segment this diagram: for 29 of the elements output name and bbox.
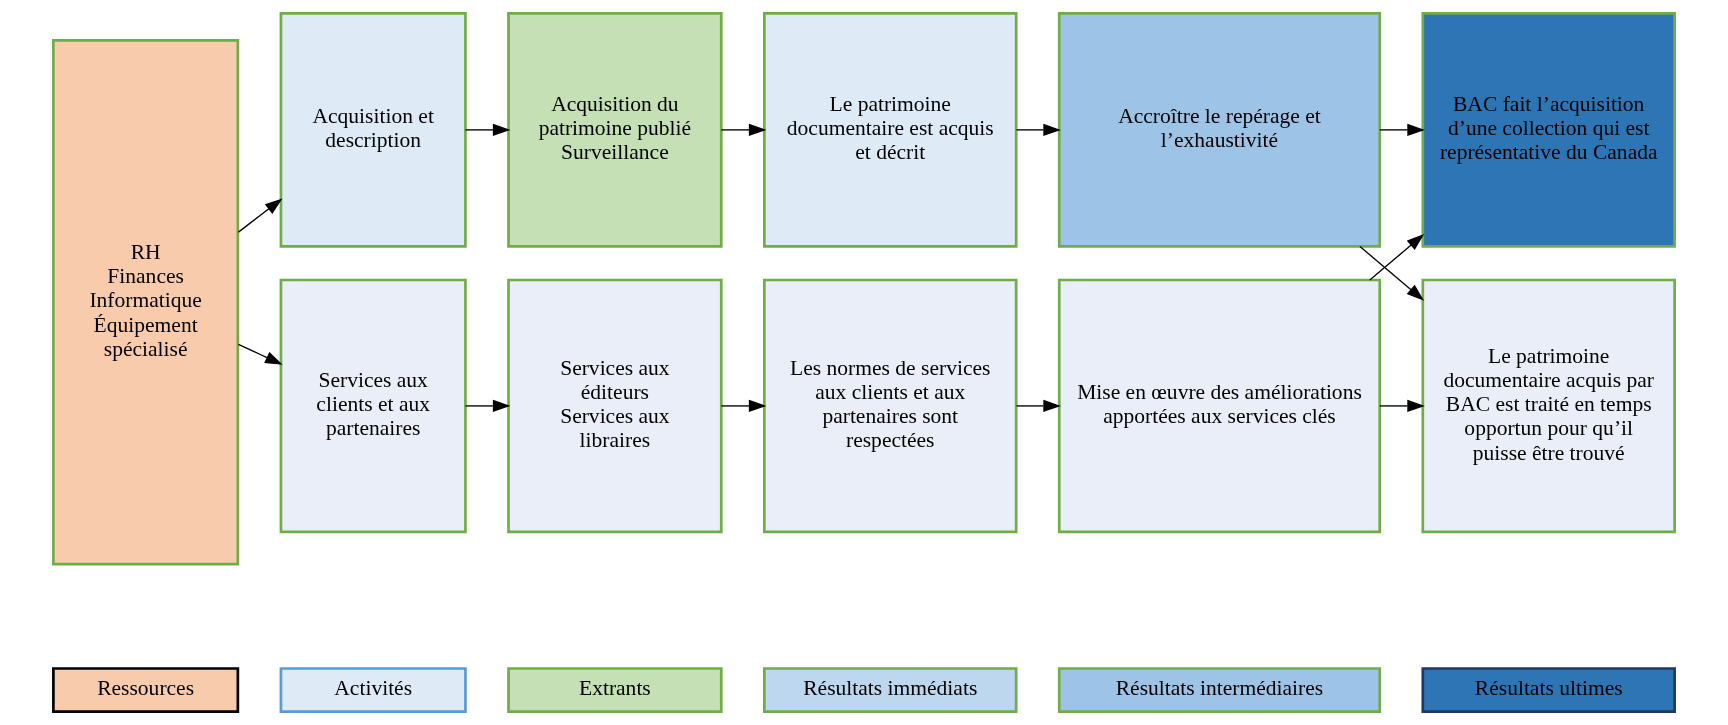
arrow bbox=[720, 123, 767, 137]
node-box: Services aux clients et aux partenaires bbox=[279, 278, 467, 534]
node-box: Acquisition du patrimoine publié Surveillance bbox=[507, 12, 723, 248]
node-box: Résultats immédiats bbox=[763, 667, 1018, 713]
arrow bbox=[1379, 399, 1425, 413]
node-box: Résultats ultimes bbox=[1421, 667, 1676, 713]
arrow bbox=[1369, 234, 1425, 281]
node-box: Accroître le repérage et l’exhaustivité bbox=[1057, 12, 1382, 248]
node-box: Le patrimoine documentaire acquis par BAC est traité en temps opportun pour qu’il puisse être trouvé bbox=[1421, 278, 1676, 534]
node-box: Résultats intermédiaires bbox=[1057, 667, 1382, 713]
node-box: Acquisition et description bbox=[279, 12, 467, 248]
node-box: RH Finances Informatique Équipement spécialisé bbox=[52, 39, 240, 566]
node-box: Le patrimoine documentaire est acquis et décrit bbox=[763, 12, 1018, 248]
arrow bbox=[237, 198, 283, 233]
node-box: Activités bbox=[279, 667, 467, 713]
arrow bbox=[1015, 399, 1061, 413]
node-box: Les normes de services aux clients et aux partenaires sont respectées bbox=[763, 278, 1018, 534]
arrow bbox=[720, 399, 767, 413]
node-box: Ressources bbox=[52, 667, 240, 713]
arrow bbox=[464, 123, 511, 137]
arrow bbox=[1359, 245, 1425, 301]
node-box: Extrants bbox=[507, 667, 723, 713]
node-box: Mise en œuvre des améliorations apportées aux services clés bbox=[1057, 278, 1382, 534]
node-box: Services aux éditeurs Services aux libraires bbox=[507, 278, 723, 534]
arrow bbox=[1015, 123, 1061, 137]
node-box: BAC fait l’acquisition d’une collection qui est représentative du Canada bbox=[1421, 12, 1676, 248]
arrow bbox=[464, 399, 511, 413]
arrow bbox=[1379, 123, 1425, 137]
arrow bbox=[237, 343, 283, 365]
